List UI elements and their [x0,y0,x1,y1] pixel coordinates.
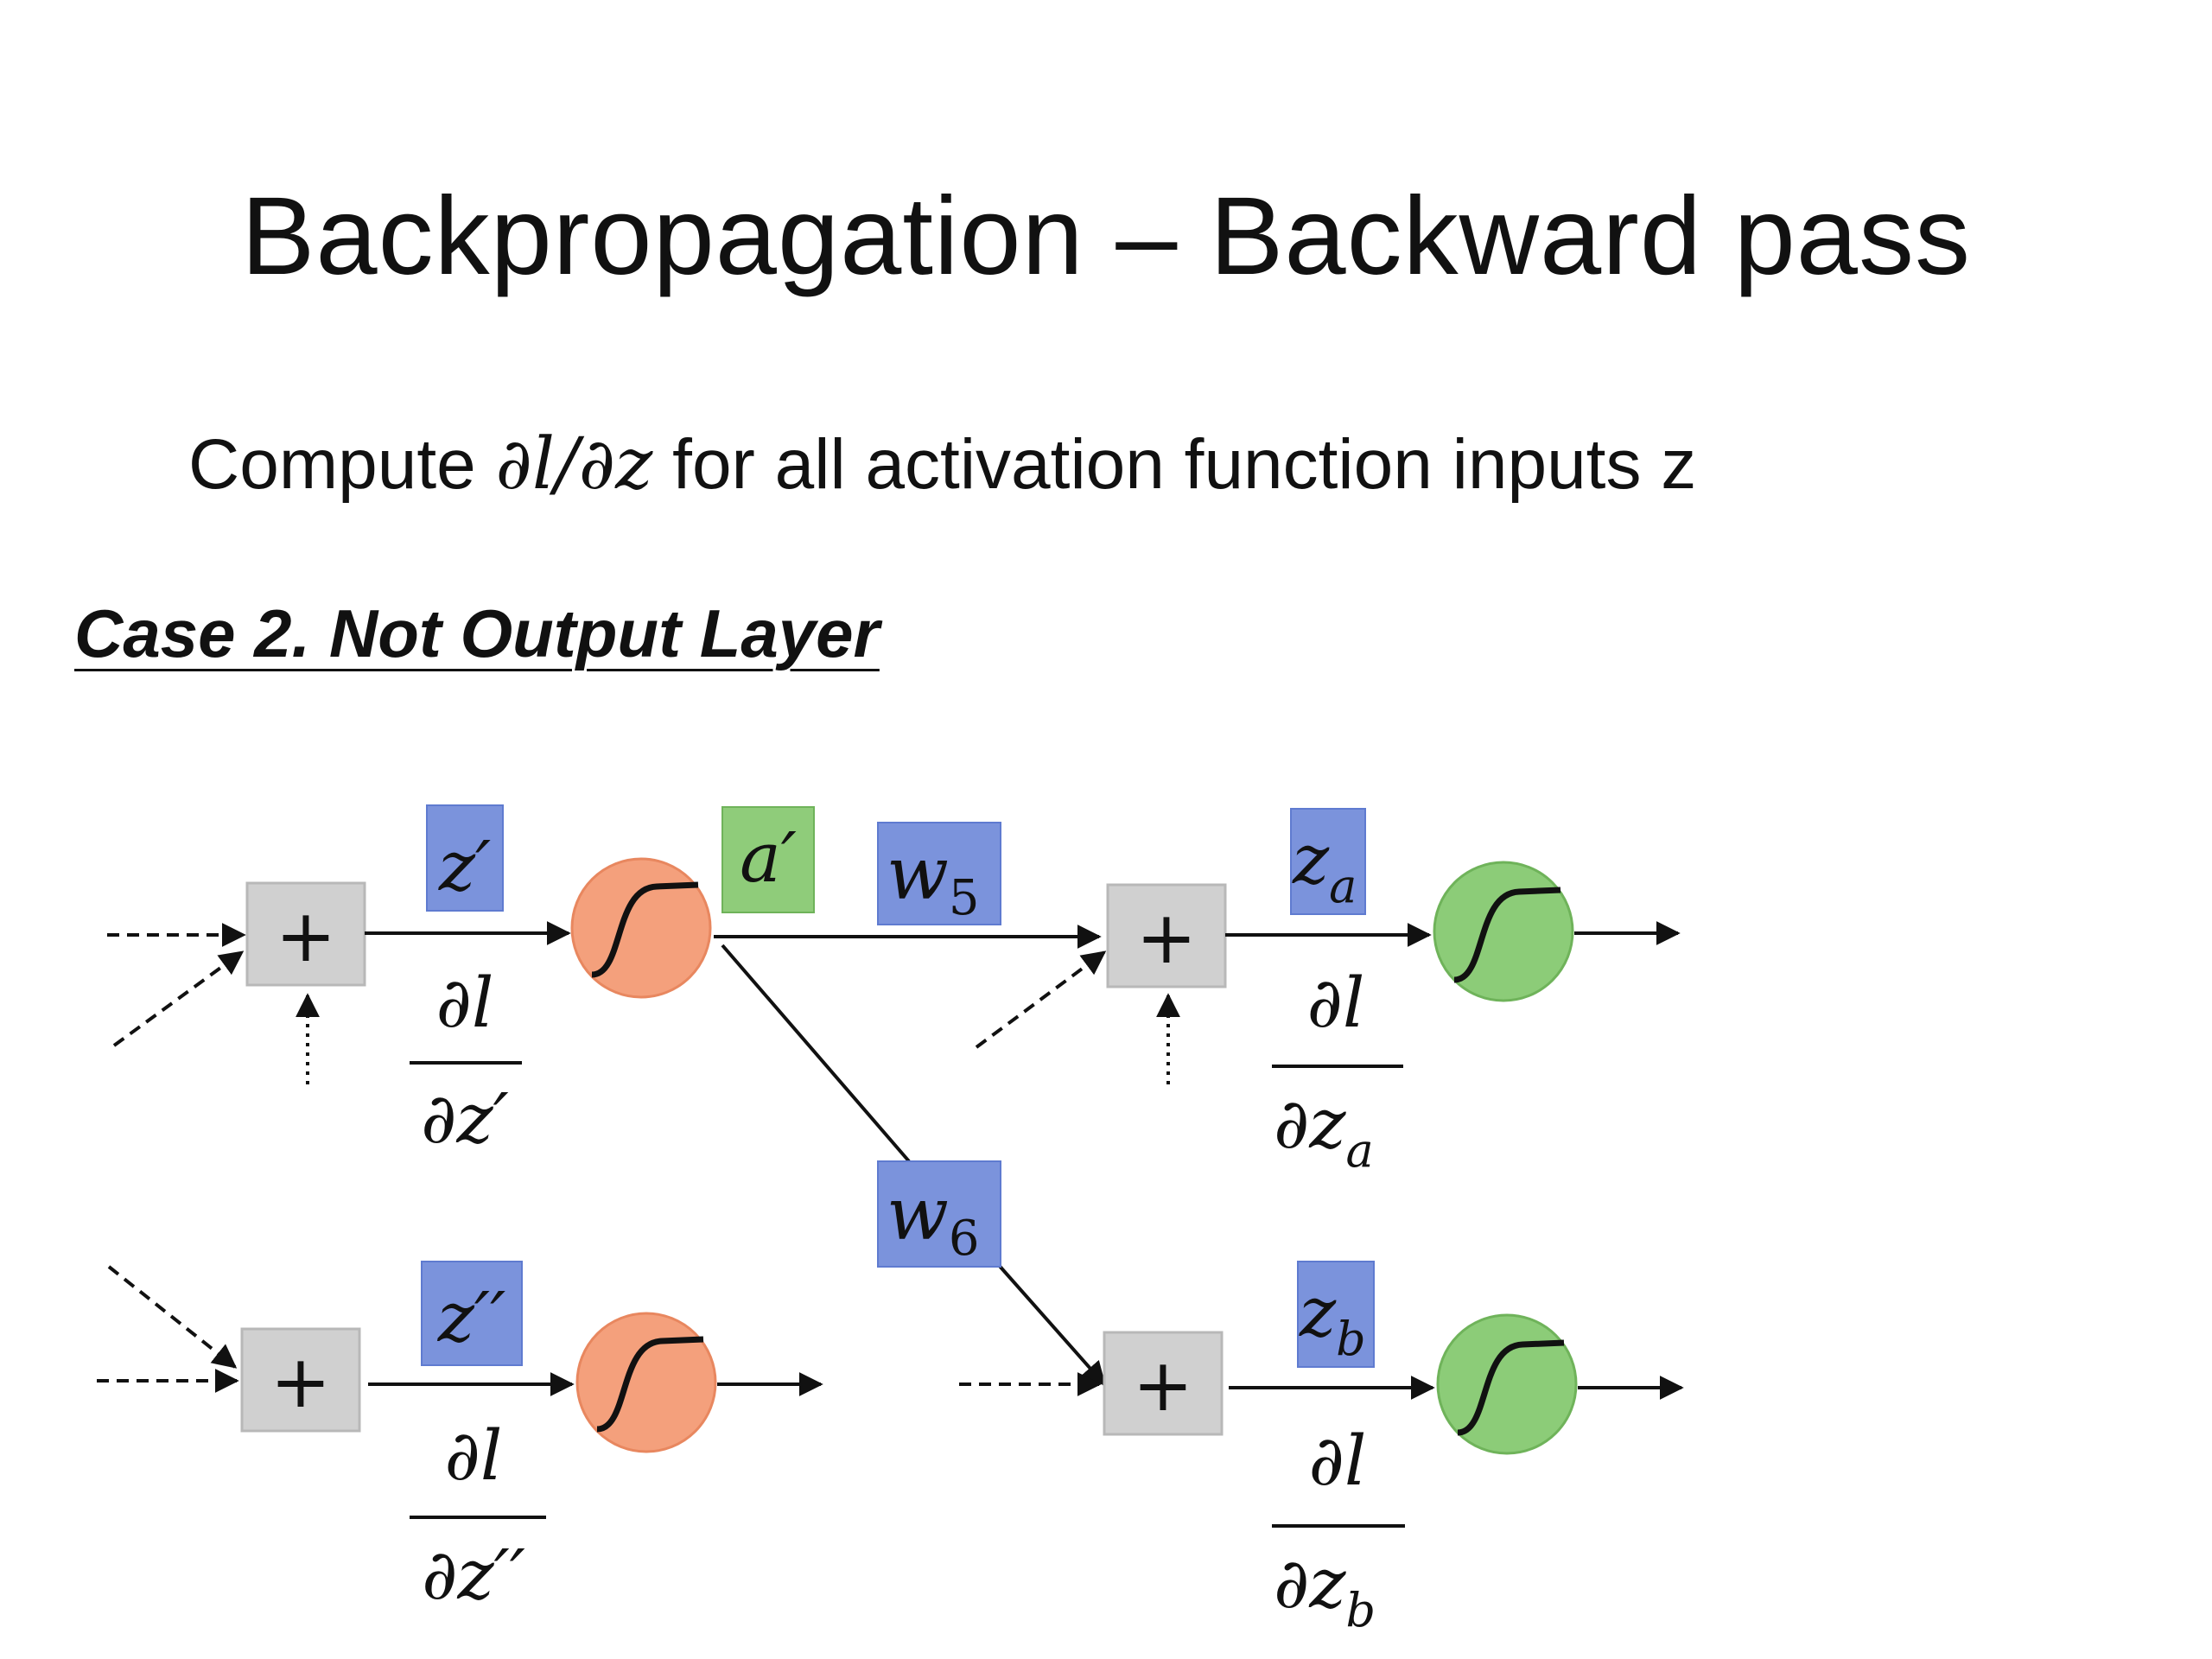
fraction-dl-dz-a: ∂l ∂za [1272,963,1403,1178]
fraction-numerator: ∂l [436,963,494,1043]
fraction-numerator: ∂l [1307,963,1365,1043]
fraction-dl-dz-prime: ∂l ∂z′ [410,963,522,1159]
label-box-z-double-prime: z′′ [421,1261,523,1366]
w5-base: w [887,831,949,916]
activation-neuron-orange-top [570,857,712,999]
activation-neuron-green-bottom [1436,1313,1578,1455]
z-double-prime-label: z′′ [437,1277,505,1357]
subtitle-prefix: Compute [188,425,496,504]
svg-text:∂zb: ∂zb [1274,1543,1376,1637]
fraction-numerator: ∂l [1309,1421,1367,1501]
fraction-denominator: ∂z′ [421,1078,509,1159]
subtitle: Compute ∂l/∂z for all activation functio… [188,423,1696,505]
svg-text:w5: w5 [887,831,980,926]
za-base: z [1292,819,1330,899]
sigmoid-icon [591,881,699,978]
input-arrow-dashed-diagonal-bottom [107,1265,238,1369]
fraction-denominator: ∂z′′ [422,1535,525,1615]
z-prime-label: z′ [438,826,491,906]
plus-sign: + [1136,895,1197,980]
fraction-denominator-subscript: a [1346,1123,1374,1178]
a-prime-label: a′ [740,817,797,898]
w5-subscript: 5 [949,870,980,926]
plus-sign: + [270,1339,331,1424]
label-box-z-b: zb [1297,1261,1375,1368]
svg-text:∂za: ∂za [1274,1084,1374,1178]
fraction-denominator: ∂z [1274,1543,1346,1624]
label-box-w5: w5 [877,822,1001,926]
za-subscript: a [1329,859,1357,913]
activation-neuron-green-top [1433,861,1574,1002]
connection-w6-lower [995,1262,1106,1387]
input-arrow-dashed-diagonal-right-top [975,950,1107,1049]
label-box-z-a: za [1290,808,1366,915]
zb-subscript: b [1336,1312,1366,1366]
fraction-dl-dz-b: ∂l ∂zb [1272,1421,1405,1637]
svg-text:w6: w6 [887,1172,980,1267]
w6-base: w [887,1172,949,1256]
fraction-denominator: ∂z [1274,1084,1346,1164]
fraction-denominator-subscript: b [1346,1583,1376,1637]
plus-sign: + [1133,1343,1193,1427]
connection-w6-upper [721,944,911,1163]
w6-subscript: 6 [949,1211,980,1267]
sigmoid-icon [1457,1339,1565,1436]
sum-node-z-b: + [1103,1331,1224,1436]
case-heading: Case 2. Not Output Layer [74,595,880,671]
sum-node-z-a: + [1106,883,1227,988]
zb-base: z [1299,1272,1337,1352]
subtitle-math: ∂l/∂z [495,423,653,505]
sum-node-z-double-prime: + [240,1327,361,1433]
svg-text:za: za [1292,819,1357,913]
svg-text:zb: zb [1299,1272,1366,1366]
sigmoid-icon [596,1336,704,1433]
activation-neuron-orange-bottom [575,1312,717,1453]
label-box-z-prime: z′ [426,804,504,912]
sum-node-z-prime: + [245,881,366,987]
slide-title: Backpropagation – Backward pass [241,175,1971,298]
subtitle-suffix: for all activation function inputs z [652,425,1697,504]
label-box-w6: w6 [877,1160,1001,1268]
label-box-a-prime: a′ [721,806,815,913]
input-arrow-dashed-diagonal-top [112,950,245,1047]
plus-sign: + [276,893,336,978]
sigmoid-icon [1453,887,1561,983]
fraction-numerator: ∂l [445,1415,503,1496]
fraction-dl-dz-double-prime: ∂l ∂z′′ [410,1415,546,1615]
